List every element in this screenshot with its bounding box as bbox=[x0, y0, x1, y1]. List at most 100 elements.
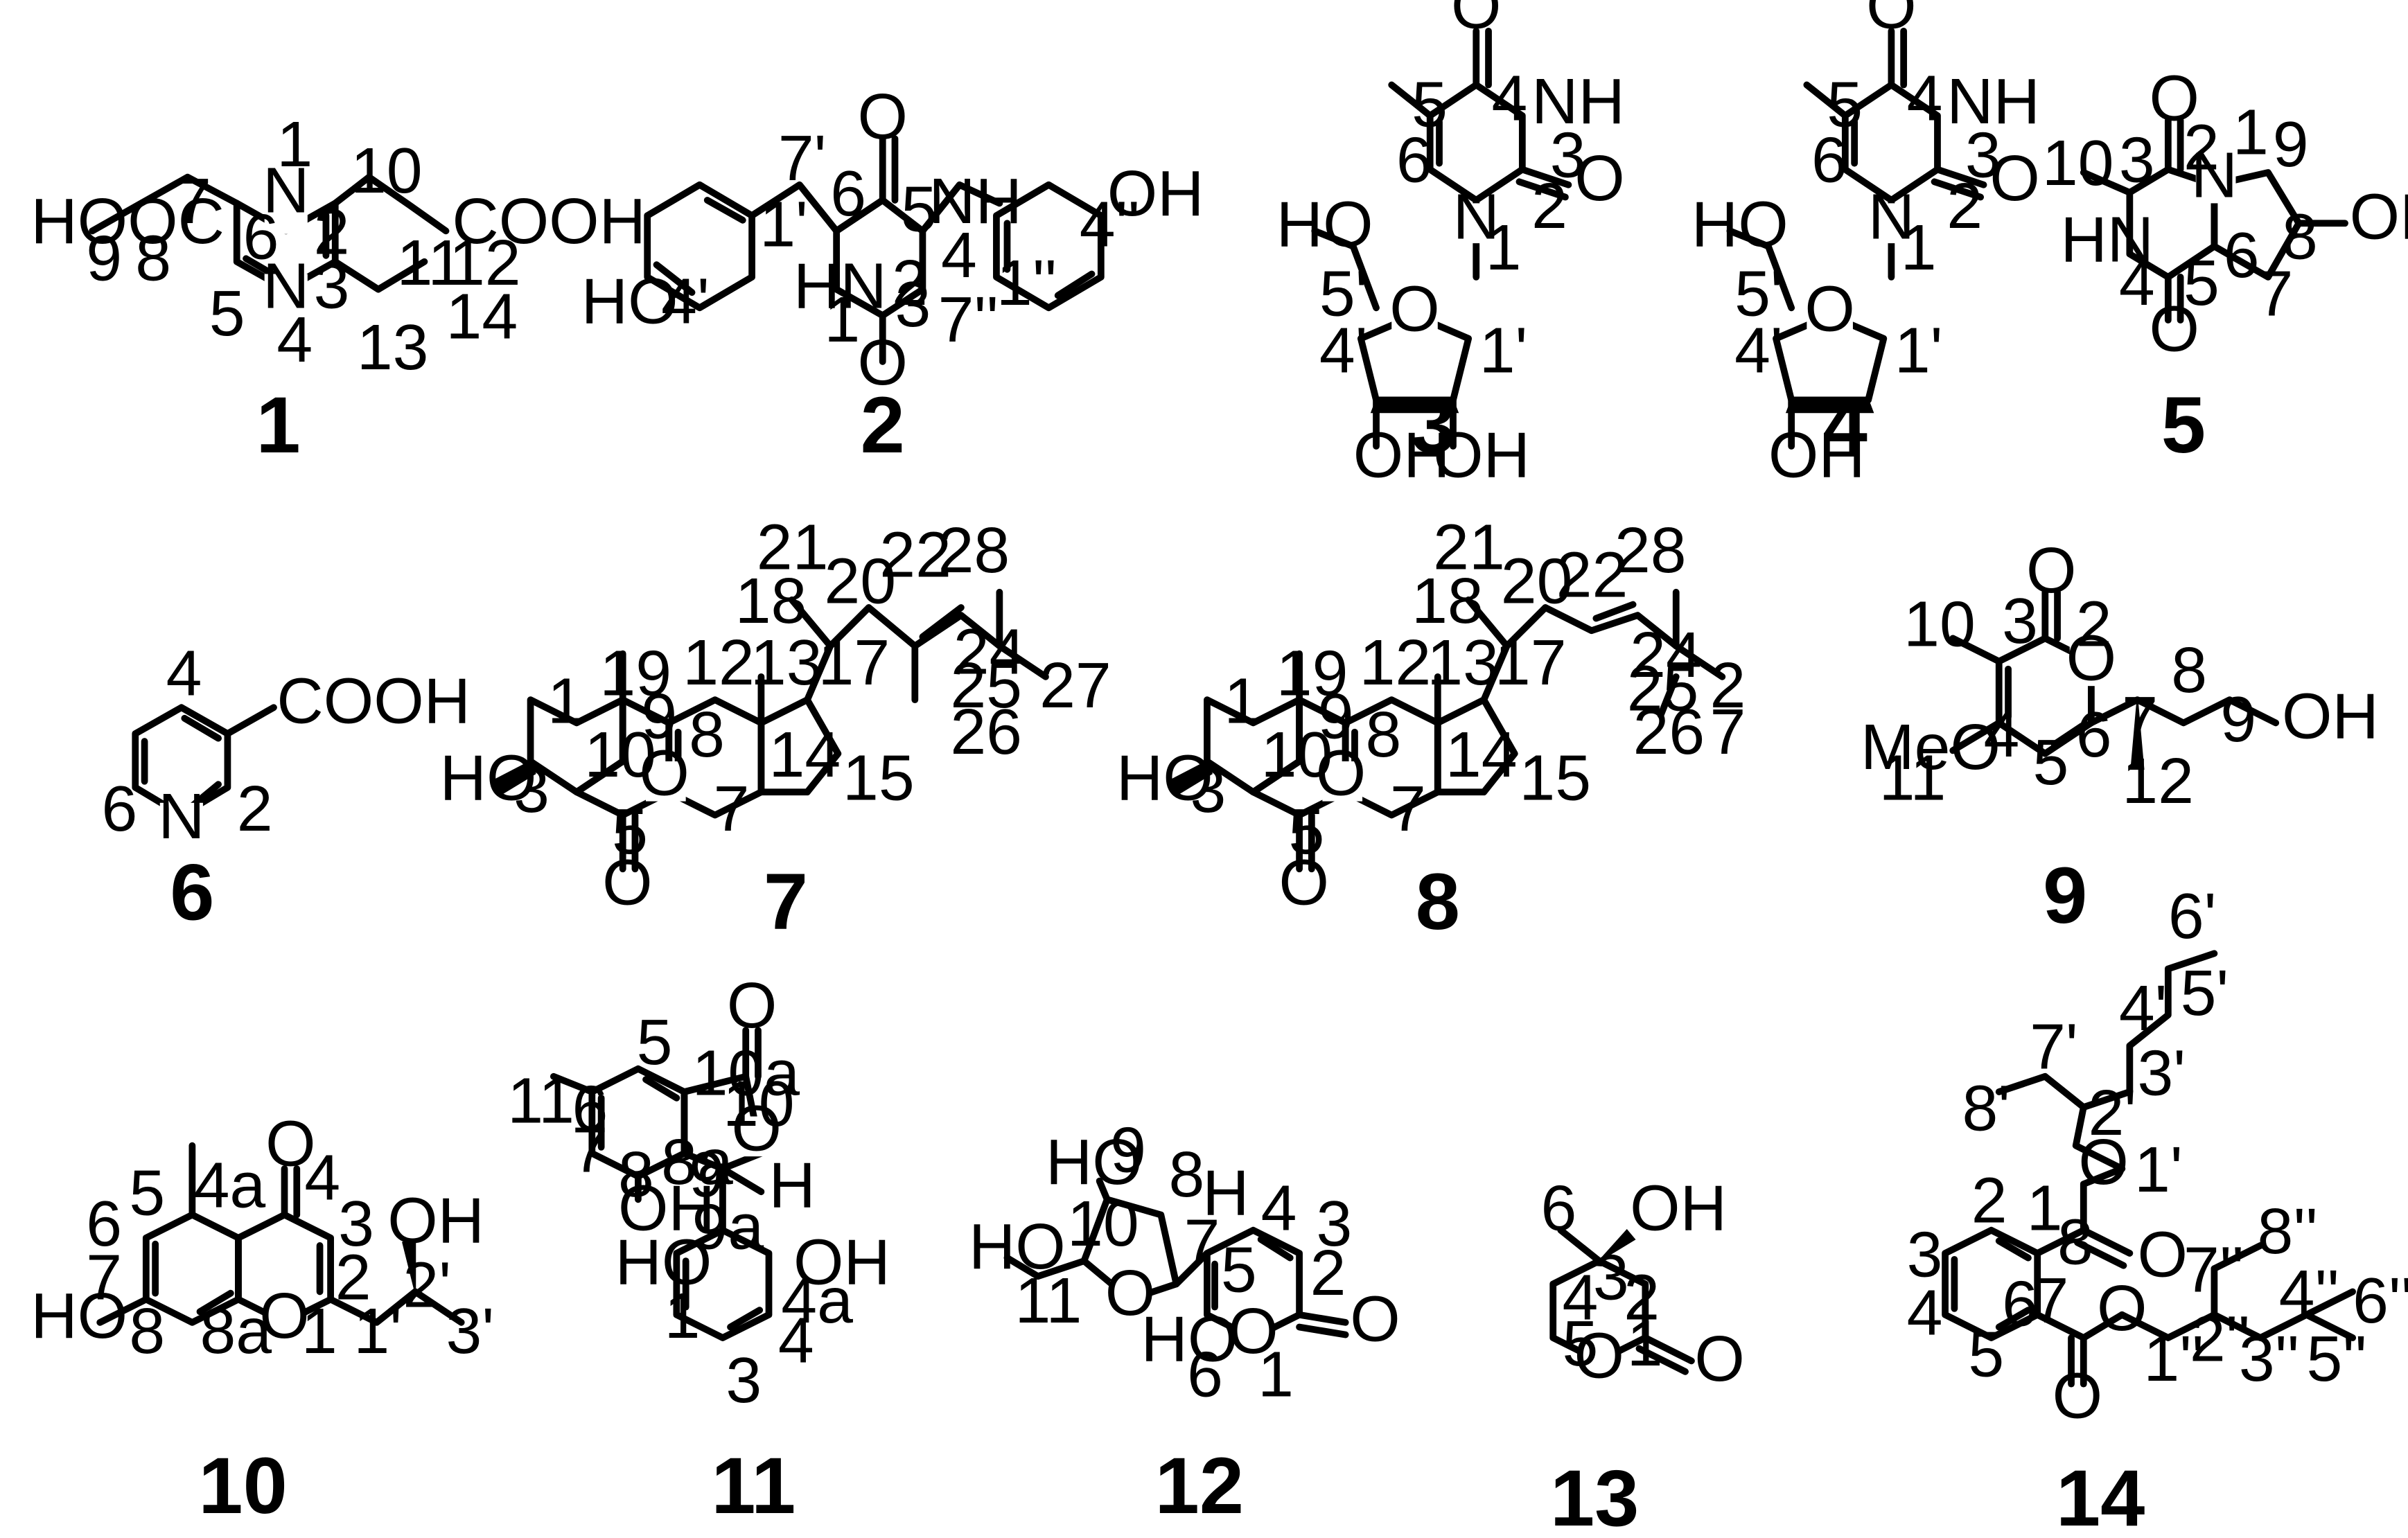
locant-2: 2 bbox=[1971, 1165, 2007, 1237]
locant-9: 9 bbox=[1318, 680, 1354, 752]
atom-o-ring: O bbox=[732, 1092, 782, 1164]
locant-1: 1 bbox=[547, 664, 583, 736]
atom-o-ep: O bbox=[639, 737, 689, 809]
locant-3: 3 bbox=[1190, 754, 1227, 826]
atom-oh2p: OH bbox=[1433, 418, 1530, 490]
locant-7p: 7' bbox=[778, 122, 827, 194]
atom-ho6: HO bbox=[1141, 1302, 1238, 1375]
locant-2: 2 bbox=[1946, 170, 1983, 242]
locant-6: 6 bbox=[2076, 698, 2112, 770]
locant-7: 7 bbox=[572, 1113, 608, 1185]
locant-4: 4 bbox=[276, 303, 313, 375]
locant-7: 7 bbox=[1184, 1206, 1220, 1278]
locant-5: 5 bbox=[1221, 1233, 1257, 1305]
locant-3pp: 3'' bbox=[2239, 1323, 2299, 1395]
atom-meo: MeO bbox=[1861, 711, 2001, 783]
locant-6: 6 bbox=[2224, 219, 2260, 291]
locant-1: 1 bbox=[1224, 664, 1260, 736]
compound-number-11: 11 bbox=[711, 1442, 796, 1530]
locant-2p: 2' bbox=[403, 1249, 451, 1321]
locant-1: 1 bbox=[824, 283, 860, 355]
atom-o-co: O bbox=[2026, 534, 2076, 606]
locant-27: 27 bbox=[1039, 649, 1111, 721]
locant-19: 19 bbox=[599, 637, 671, 709]
locant-10: 10 bbox=[1261, 718, 1333, 790]
locant-25: 25 bbox=[950, 649, 1022, 721]
locant-1: 1 bbox=[1901, 211, 1937, 283]
atom-oh: OH bbox=[2282, 680, 2379, 752]
locant-2: 2 bbox=[314, 196, 350, 268]
locant-10: 10 bbox=[723, 1068, 795, 1140]
locant-28: 28 bbox=[938, 514, 1010, 586]
locant-8a: 8a bbox=[661, 1126, 733, 1198]
locant-5: 5 bbox=[612, 795, 648, 867]
atom-o7: O bbox=[2097, 1272, 2147, 1344]
locant-6: 6 bbox=[830, 157, 866, 229]
locant-1p: 1' bbox=[2134, 1133, 2183, 1205]
atom-n1: N bbox=[1453, 180, 1500, 252]
locant-8a: 8a bbox=[200, 1295, 272, 1367]
atom-o-co: O bbox=[1350, 1282, 1400, 1354]
locant-12: 12 bbox=[449, 227, 521, 299]
locant-2: 2 bbox=[335, 1241, 371, 1314]
locant-4: 4 bbox=[166, 637, 202, 709]
locant-5p: 5' bbox=[1734, 257, 1783, 329]
locant-8: 8 bbox=[129, 1295, 165, 1367]
locant-24: 24 bbox=[953, 615, 1026, 687]
locant-2p: 2' bbox=[2088, 1077, 2136, 1149]
atom-cooh: COOH bbox=[276, 664, 471, 736]
compound-number-4: 4 bbox=[1823, 381, 1867, 470]
atom-ho11: HO bbox=[969, 1210, 1066, 1282]
locant-4: 4 bbox=[2119, 247, 2155, 319]
atom-oh8: OH bbox=[618, 1172, 715, 1244]
locant-5: 5 bbox=[129, 1157, 165, 1229]
locant-10: 10 bbox=[584, 718, 656, 790]
atom-cooh: COOH bbox=[452, 185, 646, 257]
locant-3: 3 bbox=[1316, 1187, 1352, 1259]
locant-9: 9 bbox=[86, 222, 122, 294]
compound-4: O O NH O N HO OH 4 5 3 6 2 1 5' 4' 1' 4 bbox=[1691, 0, 2040, 490]
locant-11: 11 bbox=[397, 227, 464, 299]
atom-hn1: HN bbox=[793, 249, 887, 321]
locant-6: 6 bbox=[1396, 123, 1432, 195]
compound-1: N N HOOC COOH 1 2 3 4 5 6 7 8 9 10 11 12… bbox=[30, 108, 646, 470]
locant-11: 11 bbox=[1879, 741, 1946, 813]
locant-3: 3 bbox=[338, 1187, 374, 1259]
atom-oh4a: OH bbox=[793, 1226, 890, 1298]
locant-4p: 4' bbox=[2119, 972, 2168, 1044]
locant-9: 9 bbox=[2273, 108, 2309, 180]
locant-4p: 4' bbox=[1319, 314, 1368, 386]
atom-oh8: OH bbox=[2350, 180, 2408, 252]
compound-8: O O HO 21 20 22 28 18 13 17 19 12 24 25 … bbox=[1116, 511, 1746, 946]
locant-2pp: 2'' bbox=[2190, 1302, 2250, 1375]
locant-17: 17 bbox=[1495, 626, 1567, 698]
atom-ho1: HO bbox=[615, 1226, 712, 1298]
locant-15: 15 bbox=[1519, 741, 1591, 813]
atom-oring: O bbox=[1389, 273, 1439, 345]
locant-4a: 4a bbox=[194, 1149, 266, 1221]
atom-o-ring: O bbox=[1574, 1320, 1624, 1392]
atom-n: N bbox=[158, 780, 204, 852]
compound-number-13: 13 bbox=[1550, 1454, 1639, 1538]
locant-18: 18 bbox=[1412, 565, 1484, 637]
atom-nh3: NH bbox=[1946, 65, 2040, 137]
compound-number-6: 6 bbox=[170, 848, 214, 937]
locant-12: 12 bbox=[683, 626, 755, 698]
locant-3: 3 bbox=[1593, 1241, 1629, 1314]
locant-5: 5 bbox=[1968, 1318, 2004, 1390]
locant-3: 3 bbox=[895, 268, 931, 340]
locant-3: 3 bbox=[2002, 585, 2038, 657]
locant-1: 1 bbox=[665, 1280, 701, 1352]
atom-nh3: NH bbox=[1531, 65, 1625, 137]
compound-10: O O OH HO 4 5 4a 3 6 7 2 2' 8 8a 1 1' 3'… bbox=[30, 1108, 494, 1531]
locant-21: 21 bbox=[1433, 511, 1505, 583]
atom-ho7: HO bbox=[30, 1280, 128, 1352]
locant-25: 25 bbox=[1627, 653, 1699, 725]
locant-4: 4 bbox=[1907, 62, 1943, 134]
locant-1p: 1' bbox=[759, 188, 808, 260]
compound-number-7: 7 bbox=[764, 858, 808, 946]
locant-3: 3 bbox=[314, 249, 350, 321]
compound-7: O O HO 21 20 22 28 18 24 13 17 19 12 25 … bbox=[440, 511, 1111, 946]
locant-28: 28 bbox=[1615, 514, 1687, 586]
locant-4: 4 bbox=[1563, 1261, 1599, 1333]
